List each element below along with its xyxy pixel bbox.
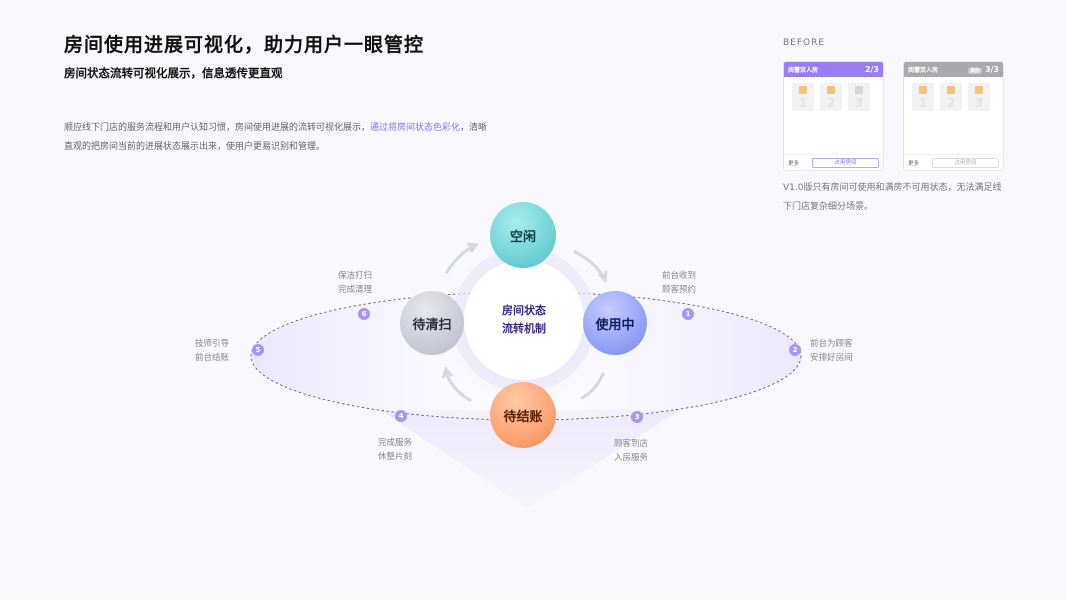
bed-slot: 1 xyxy=(792,83,814,111)
step-marker: 1 xyxy=(682,308,694,320)
step-line1: 技师引导 xyxy=(195,339,230,349)
state-label: 使用中 xyxy=(595,317,635,333)
bed-icon xyxy=(975,86,983,94)
step-text: 前台收到顾客预约 xyxy=(662,269,696,297)
description-text-end: ，清晰直观的把房间当前的进展状态展示出来，使用户更易识别和管理。 xyxy=(64,123,488,152)
occupy-room-button[interactable]: 占用房间 xyxy=(812,157,879,168)
step-line2: 安排好房间 xyxy=(810,353,853,363)
bed-slot: 1 xyxy=(912,83,934,111)
step-text: 前台为顾客安排好房间 xyxy=(810,337,853,365)
room-count: 2/3 xyxy=(864,65,879,74)
description-highlight: 通过将房间状态色彩化 xyxy=(370,123,461,133)
bed-number: 1 xyxy=(798,96,808,110)
step-text: 保洁打扫完成清理 xyxy=(338,269,372,297)
center-line1: 房间状态 xyxy=(502,304,546,317)
before-label: BEFORE xyxy=(783,38,826,48)
bed-number: 3 xyxy=(974,96,984,110)
bed-icon xyxy=(919,86,927,94)
center-line2: 流转机制 xyxy=(502,322,546,335)
occupy-room-button[interactable]: 占用房间 xyxy=(932,157,999,168)
step-marker: 6 xyxy=(358,308,370,320)
step-text: 完成服务休整片刻 xyxy=(378,436,412,464)
bed-number: 2 xyxy=(946,96,956,110)
bed-slot: 2 xyxy=(820,83,842,111)
state-label: 待结账 xyxy=(503,409,543,425)
step-line2: 休整片刻 xyxy=(378,452,413,462)
step-marker: 3 xyxy=(631,411,643,423)
state-label: 空闲 xyxy=(509,229,536,245)
arrow-bottom-right xyxy=(580,372,605,400)
page-title: 房间使用进展可视化，助力用户一眼管控 xyxy=(64,34,425,56)
bed-icon xyxy=(827,86,835,94)
step-line2: 顾客预约 xyxy=(662,285,697,295)
step-line2: 完成清理 xyxy=(338,285,373,295)
step-line1: 完成服务 xyxy=(378,438,413,448)
step-line2: 前台结账 xyxy=(195,353,230,363)
version-note: V1.0版只有房间可使用和满房不可用状态，无法满足线下门店复杂细分场景。 xyxy=(783,183,1002,212)
bed-number: 1 xyxy=(918,96,928,110)
step-line1: 顾客到店 xyxy=(614,439,649,449)
step-line1: 前台收到 xyxy=(662,271,697,281)
center-hub: 房间状态流转机制 xyxy=(464,260,584,380)
step-marker: 2 xyxy=(789,344,801,356)
bed-number: 3 xyxy=(854,96,864,110)
arrow-top-left xyxy=(445,244,476,274)
state-cleaning: 待清扫 xyxy=(400,291,464,355)
step-line1: 前台为顾客 xyxy=(810,339,853,349)
step-text: 技师引导前台结账 xyxy=(195,337,229,365)
room-count: 3/3 xyxy=(984,65,999,74)
step-marker: 5 xyxy=(252,344,264,356)
bed-slot: 3 xyxy=(848,83,870,111)
description-text: 顺应线下门店的服务流程和用户认知习惯，房间使用进展的流转可视化展示， xyxy=(64,123,371,133)
bed-list: 1 2 3 xyxy=(784,77,883,117)
bed-number: 2 xyxy=(826,96,836,110)
step-text: 顾客到店入房服务 xyxy=(614,437,648,465)
room-card-header: 阅蕾双人房 2/3 xyxy=(784,62,883,77)
page-subtitle: 房间状态流转可视化展示，信息透传更直观 xyxy=(64,66,283,80)
bed-slot: 3 xyxy=(968,83,990,111)
room-name: 阅蕾双人房 xyxy=(908,67,939,74)
state-checkout: 待结账 xyxy=(490,382,556,448)
state-idle: 空闲 xyxy=(490,202,556,268)
bed-icon xyxy=(799,86,807,94)
more-link[interactable]: 更多 xyxy=(908,160,920,167)
arrow-bottom-left xyxy=(444,370,472,402)
room-card-footer: 更多 占用房间 xyxy=(904,154,1003,170)
state-label: 待清扫 xyxy=(412,317,452,333)
full-badge: 满房 xyxy=(967,68,982,74)
room-card-available: 阅蕾双人房 2/3 1 2 3 更多 占用房间 xyxy=(783,61,884,171)
step-marker: 4 xyxy=(395,410,407,422)
room-card-footer: 更多 占用房间 xyxy=(784,154,883,170)
funnel-shape xyxy=(380,410,680,508)
bed-list: 1 2 3 xyxy=(904,77,1003,117)
bed-icon xyxy=(947,86,955,94)
step-line2: 入房服务 xyxy=(614,453,649,463)
bed-icon xyxy=(855,86,863,94)
more-link[interactable]: 更多 xyxy=(788,160,800,167)
room-name: 阅蕾双人房 xyxy=(788,67,819,74)
state-in-use: 使用中 xyxy=(583,291,647,355)
bed-slot: 2 xyxy=(940,83,962,111)
step-line1: 保洁打扫 xyxy=(338,271,373,281)
description: 顺应线下门店的服务流程和用户认知习惯，房间使用进展的流转可视化展示，通过将房间状… xyxy=(64,119,494,157)
